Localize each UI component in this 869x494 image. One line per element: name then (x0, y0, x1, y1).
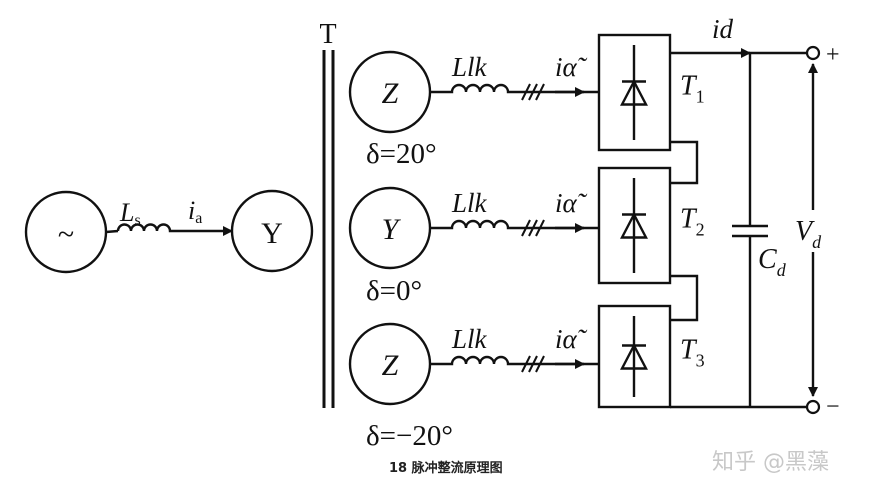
phase-shift-label: δ=20° (366, 138, 437, 170)
branch-current-label: iα̃ (555, 188, 588, 218)
primary-winding-circle (230, 189, 314, 273)
negative-terminal (805, 399, 821, 415)
secondary-branch-2: Yδ=0° Llk iα̃ T2 (348, 166, 705, 307)
positive-terminal (805, 45, 821, 61)
source-inductor: Ls (105, 198, 174, 234)
transformer-label: T (319, 19, 336, 50)
three-phase-marker (521, 83, 545, 101)
rectifier-box (597, 166, 672, 285)
rectifier-link-1-2 (670, 140, 699, 185)
rectifier-box (597, 33, 672, 152)
rectifier-link-2-3 (670, 274, 699, 322)
rectifier-label: T1 (680, 71, 705, 107)
figure-caption: 18 脉冲整流原理图 (389, 460, 503, 476)
voltage-label: Vd (795, 216, 822, 252)
diode-icon (620, 178, 648, 273)
rectifier-1: T1 (597, 33, 705, 152)
source-inductor-label: Ls (119, 198, 141, 229)
phase-shift-label: δ=0° (366, 275, 422, 307)
watermark: 知乎 @黑藻 (712, 450, 829, 475)
leakage-inductor-label: Llk (451, 188, 488, 218)
diode-icon (620, 45, 648, 140)
rectifier-label: T3 (680, 335, 705, 371)
secondary-branch-1: Zδ=20° Llk iα̃ T1 (348, 33, 705, 170)
rectifier-3: T3 (597, 304, 705, 409)
phase-shift-label: δ=−20° (366, 420, 453, 452)
ac-source: ~ (24, 190, 108, 274)
dc-capacitor: Cd (732, 53, 787, 407)
transformer-core: T (319, 19, 337, 408)
rectifier-box (597, 304, 672, 409)
secondary-winding-label: Z (382, 77, 399, 110)
leakage-inductor-label: Llk (451, 52, 488, 82)
three-phase-marker (521, 355, 545, 373)
three-phase-marker (521, 219, 545, 237)
branch-current-label: iα̃ (555, 52, 588, 82)
dc-current-label: id (712, 14, 734, 44)
primary-current-label: ia (188, 196, 202, 227)
positive-terminal-sign: + (826, 42, 840, 68)
branch-current-label: iα̃ (555, 324, 588, 354)
capacitor-label: Cd (758, 244, 787, 280)
rectifier-2: T2 (597, 166, 705, 285)
secondary-winding-label: Y (382, 213, 402, 246)
leakage-inductor (430, 219, 599, 230)
primary-winding-label: Y (261, 217, 283, 250)
rectifier-label: T2 (680, 204, 705, 240)
leakage-inductor (430, 355, 599, 366)
secondary-branch-3: Zδ=−20° Llk iα̃ T3 (348, 304, 705, 452)
secondary-winding-label: Z (382, 349, 399, 382)
ac-source-symbol: ~ (58, 218, 74, 251)
source-inductor-coil (105, 223, 174, 234)
leakage-inductor-label: Llk (451, 324, 488, 354)
leakage-inductor (430, 83, 599, 94)
output-voltage: Vd (795, 63, 822, 397)
negative-terminal-sign: − (826, 394, 840, 420)
diode-icon (620, 316, 648, 397)
